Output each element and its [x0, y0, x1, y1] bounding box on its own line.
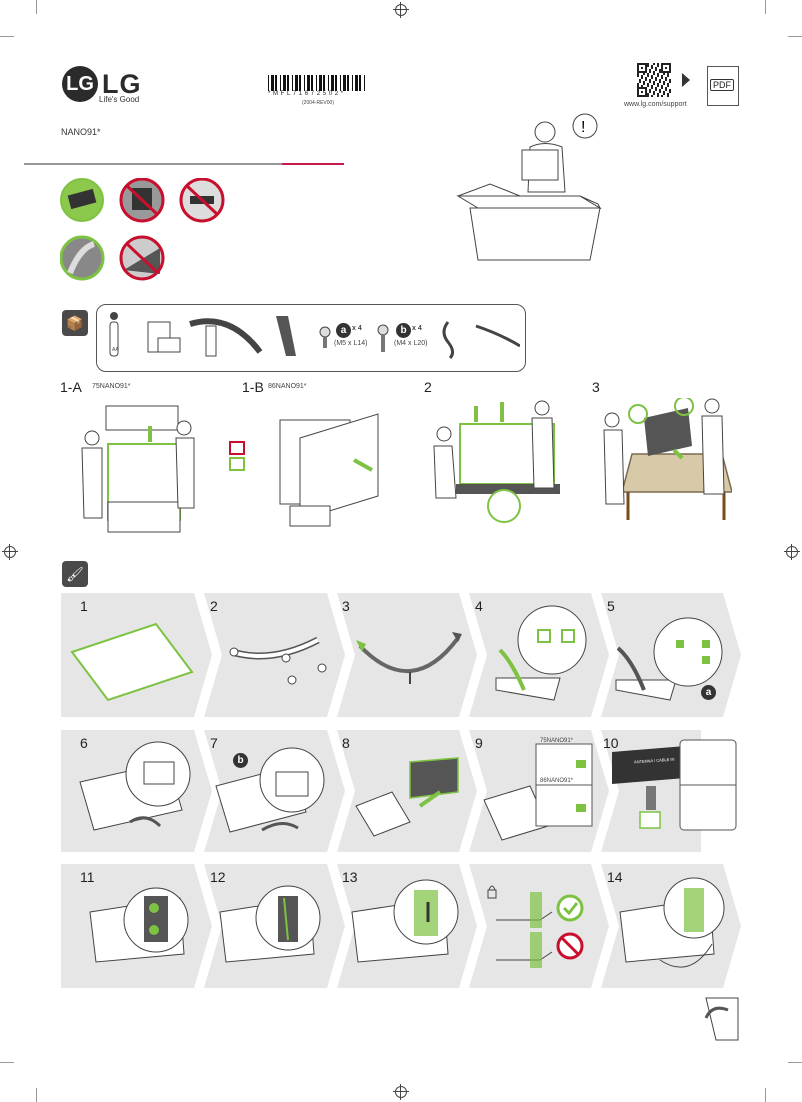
unbox-2-illustration — [433, 400, 560, 523]
lg-logo-mark: LG — [62, 66, 98, 102]
bracket-icon — [276, 316, 296, 356]
assembly-step-12: 12 — [210, 869, 226, 885]
no-carry-icon — [119, 178, 165, 223]
lg-logo: LG LG — [62, 66, 142, 102]
screw-b-quantity: x 4 — [412, 325, 422, 332]
parts-callout — [96, 304, 526, 372]
registration-mark — [393, 2, 409, 18]
arrow-right-icon — [682, 73, 690, 87]
step5-screw-a-badge: a — [701, 685, 716, 700]
unbox-step-3: 3 — [592, 379, 600, 395]
screw-a-badge: a — [336, 323, 351, 338]
unbox-step-2: 2 — [424, 379, 432, 395]
assembly-step-3: 3 — [342, 598, 350, 614]
barcode-revision: (2004-REV00) — [302, 100, 334, 106]
unbox-1a-illustration — [81, 405, 195, 533]
slogan: Life's Good — [99, 95, 140, 104]
correct-hold-icon — [60, 235, 105, 281]
pdf-icon: PDF — [707, 66, 739, 106]
assembly-step-4: 4 — [475, 598, 483, 614]
remote-icon — [109, 312, 119, 357]
registration-mark — [784, 544, 800, 560]
battery-label: AA — [112, 347, 119, 353]
unbox-step-1b: 1-B — [242, 379, 264, 395]
lg-logo-text: LG — [102, 68, 142, 99]
crop-mark — [0, 1062, 14, 1063]
crop-mark — [788, 36, 802, 37]
crop-mark — [36, 1088, 37, 1102]
assembly-step-8: 8 — [342, 735, 350, 751]
assembly-step-5: 5 — [607, 598, 615, 614]
unbox-illustrations — [72, 398, 732, 538]
unbox-1b-illustration — [229, 413, 379, 527]
crop-mark — [765, 1088, 766, 1102]
registration-mark — [2, 544, 18, 560]
assembly-step-1: 1 — [80, 598, 88, 614]
assembly-step-2: 2 — [210, 598, 218, 614]
step7-screw-b-badge: b — [233, 753, 248, 768]
assembly-step-9: 9 — [475, 735, 483, 751]
no-grip-icon — [179, 178, 225, 223]
crop-mark — [765, 0, 766, 14]
crop-mark — [36, 0, 37, 14]
screw-b-size: (M4 x L20) — [394, 340, 428, 347]
stand-base-icon — [189, 318, 263, 357]
qr-code — [637, 63, 671, 97]
svg-text:!: ! — [581, 119, 585, 136]
assembly-step-13: 13 — [342, 869, 358, 885]
unbox-step-1b-model: 86NANO91* — [268, 383, 307, 390]
unbox-step-1a: 1-A — [60, 379, 82, 395]
box-contents-icon: 📦 — [62, 310, 88, 336]
unbox-step-1a-model: 75NANO91* — [92, 383, 131, 390]
assembly-tool-icon: 🖌 — [62, 561, 88, 587]
screw-a-quantity: x 4 — [352, 325, 362, 332]
barcode-text: * M F L 7 1 6 7 2 5 0 2 * — [268, 91, 344, 97]
assembly-step-14: 14 — [607, 869, 623, 885]
screw-b-icon — [377, 324, 389, 352]
pdf-label: PDF — [710, 79, 734, 91]
manual-icon — [147, 321, 181, 353]
step9-model-86: 86NANO91* — [540, 778, 574, 784]
header-divider — [24, 163, 282, 165]
support-url[interactable]: www.lg.com/support — [624, 101, 687, 108]
model-number: NANO91* — [61, 127, 101, 137]
correct-carry-icon — [60, 178, 104, 222]
no-touch-screen-icon — [119, 235, 165, 281]
crop-mark — [0, 36, 14, 37]
cable-clip-icon — [442, 321, 455, 360]
unbox-caution-illustration: ! — [450, 112, 610, 262]
screw-a-size: (M5 x L14) — [334, 340, 368, 347]
parts-illustrations — [100, 312, 520, 364]
warning-icons — [60, 178, 230, 284]
screw-b-badge: b — [396, 323, 411, 338]
screw-a-icon — [319, 326, 331, 348]
assembly-step-11: 11 — [80, 869, 95, 885]
assembly-step-6: 6 — [80, 735, 88, 751]
assembly-step-10: 10 — [603, 735, 619, 751]
step9-model-75: 75NANO91* — [540, 738, 574, 744]
header-divider-accent — [282, 163, 344, 165]
assembly-step-7: 7 — [210, 735, 218, 751]
barcode — [268, 75, 368, 91]
crop-mark — [788, 1062, 802, 1063]
registration-mark — [393, 1084, 409, 1100]
unbox-3-illustration — [603, 398, 732, 520]
cable-tie-icon — [475, 324, 520, 348]
